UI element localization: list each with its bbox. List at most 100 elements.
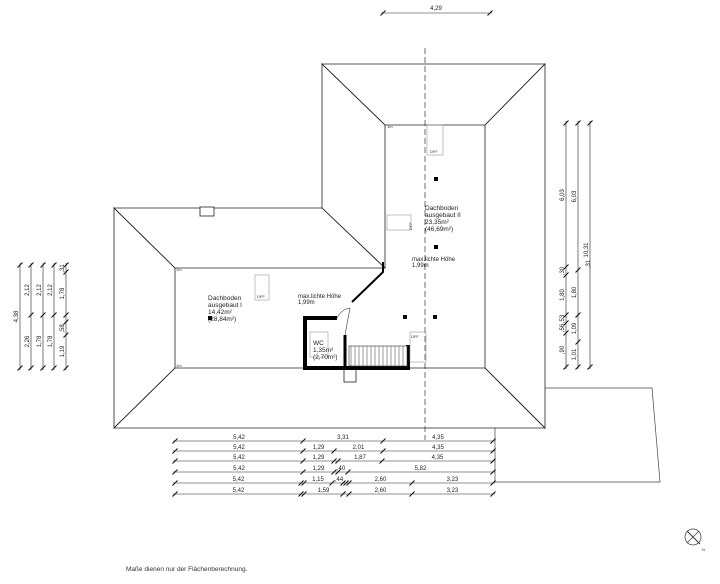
dimension-tick [172,469,178,475]
room-label-dachboden-2: Dachboden ausgebaut II 23,35m² (46,69m²) [425,205,461,233]
max-height-label: max.lichte Höhe [412,257,456,263]
north-label: N [702,547,705,552]
dimension-label: 1,87 [354,455,366,461]
roof-facet-west [113,207,176,429]
max-height-value: 1,99m [412,263,429,269]
dimension-label: 1,09 [572,322,578,334]
dimension-tick [63,262,69,268]
dimension-label: ,44 [335,477,344,483]
eave-label: 1m [176,363,182,368]
dimension-tick [490,480,496,486]
dimension-tick [301,480,307,486]
room-area-gross: (46,69m²) [425,226,453,233]
dimension-tick [335,469,341,475]
dimension-tick [490,438,496,444]
chimney [343,367,357,383]
chimney [199,206,215,217]
dimension-label: ,30 [560,266,566,275]
dimension-tick [28,312,34,318]
dimension-label: 2,01 [353,445,365,451]
dimension-label: 1,78 [48,335,54,347]
compass-circle [684,528,702,546]
dimension-tick [346,480,352,486]
interior: DFF DFF DFF DFF 1m 1m 1m Dachboden ausge… [176,48,661,483]
dimension-tick [298,491,304,497]
dimension-label: 1,29 [313,445,325,451]
dimension-tick [172,458,178,464]
dimension-tick [490,469,496,475]
dimension-label: 5,42 [233,435,245,441]
dimension-tick [28,262,34,268]
dimension-tick [409,480,415,486]
dimension-label: 2,12 [48,284,54,296]
dimension-label: 2,12 [37,284,43,296]
dimension-tick [380,10,386,16]
roof-facet-south [113,367,546,429]
dimension-tick [379,458,385,464]
dimension-tick [331,469,337,475]
column-marker [208,316,212,320]
dimension-tick [301,491,307,497]
dimension-tick [563,320,569,326]
dimension-tick [51,262,57,268]
dimension-tick [335,458,341,464]
dimension-tick [490,448,496,454]
room-area: 23,35m² [425,219,450,226]
dimension-label: 1,29 [313,466,325,472]
column-marker [434,177,438,181]
dimension-label: 3,31 [337,435,349,441]
dimension-tick [63,319,69,325]
dimension-label: ,58 [60,324,66,333]
room-name: WC [313,340,324,347]
dimension-tick [329,480,335,486]
dimension-label: 3,23 [447,477,459,483]
room-subtitle: ausgebaut II [425,212,461,219]
dimension-label: ,31 [586,259,592,268]
dimension-tick [63,365,69,371]
eave-label: 1m [176,267,182,272]
dimension-label: 2,60 [375,477,387,483]
dimension-label: 1,80 [572,286,578,298]
eave-label: 1m [387,124,393,129]
dimension-tick [380,438,386,444]
dimension-tick [28,365,34,371]
dimension-tick [300,458,306,464]
dimension-label: 1,78 [60,287,66,299]
dimension-label: 6,03 [560,189,566,201]
dimension-tick [17,365,23,371]
dimension-tick [575,339,581,345]
skylight [309,331,329,358]
dimension-tick [346,491,352,497]
dimension-tick [575,120,581,126]
room-name: Dachboden [208,295,242,302]
dimension-label: 4,35 [432,455,444,461]
room-area-gross: (2,70m²) [313,354,338,361]
dimension-tick [490,458,496,464]
compass-line [686,530,700,544]
dimension-label: 5,42 [233,445,245,451]
room-area-gross: (28,84m²) [208,316,236,323]
dimension-tick [300,448,306,454]
dimension-label: ,56 [560,323,566,332]
skylight-label: DFF [430,149,438,154]
dimension-label: 4,35 [432,445,444,451]
dimension-label: 5,82 [415,466,427,472]
dimension-tick [587,364,593,370]
dimension-label: 4,38 [14,310,20,322]
dimension-label: ,90 [560,345,566,354]
dimension-label: 5,42 [233,477,245,483]
dimension-tick [40,365,46,371]
skylight [426,124,444,156]
dimension-tick [563,364,569,370]
dimension-tick [409,491,415,497]
dimension-tick [298,480,304,486]
dimension-tick [490,491,496,497]
dimension-tick [300,438,306,444]
dimension-tick [40,312,46,318]
terrace-outline [494,387,661,483]
dimension-tick [575,267,581,273]
dimension-label: 1,15 [312,477,324,483]
dimension-tick [345,469,351,475]
dimension-tick [563,264,569,270]
